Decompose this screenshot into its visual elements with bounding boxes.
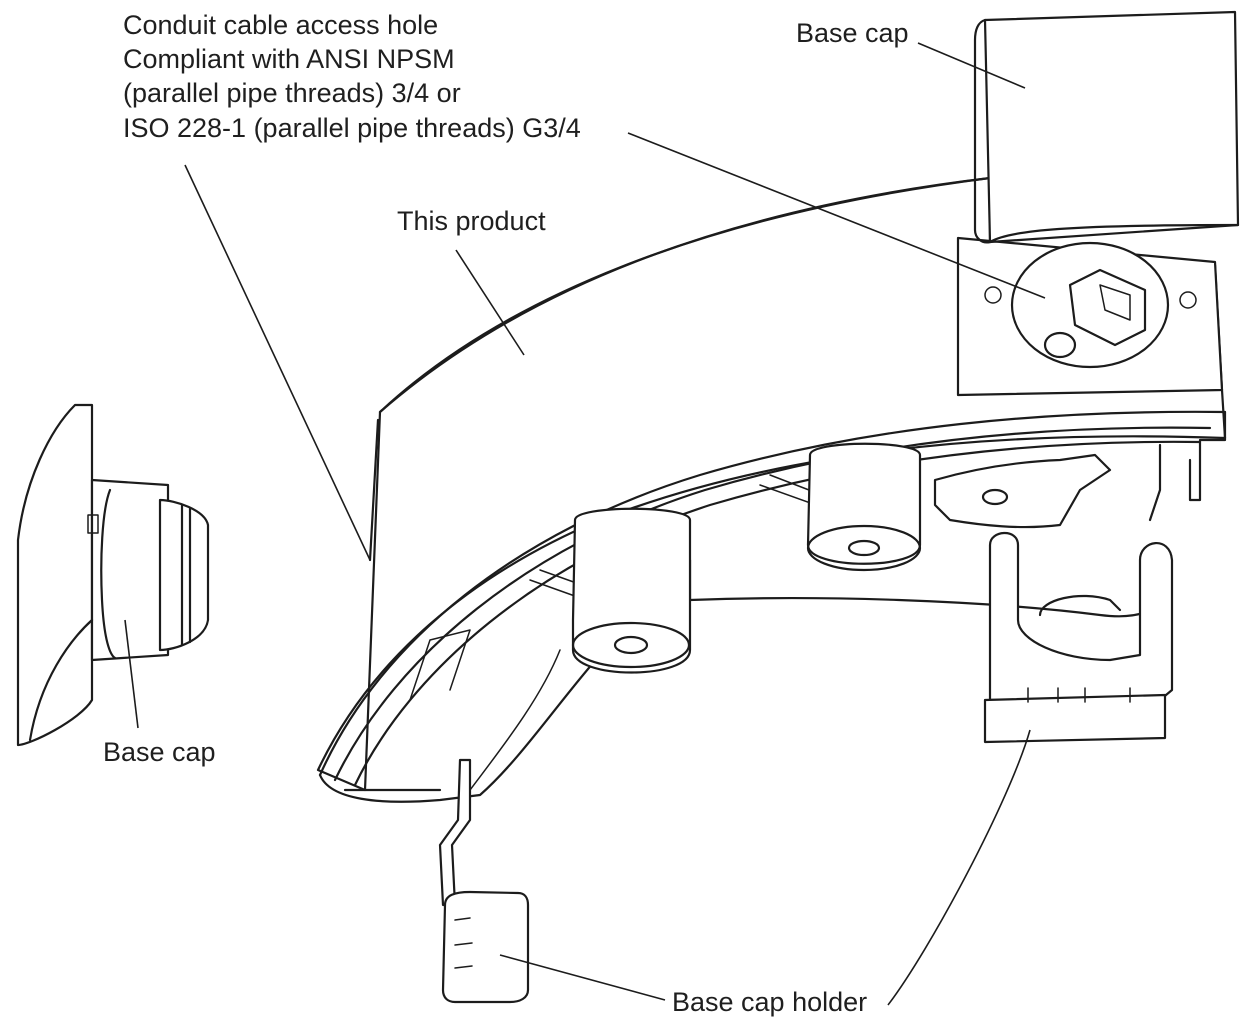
leader-lines	[124, 42, 1046, 1006]
base-cap-holder-label: Base cap holder	[672, 987, 867, 1017]
mounting-boss-center	[806, 442, 922, 572]
conduit-label-line-4: ISO 228-1 (parallel pipe threads) G3/4	[123, 113, 581, 143]
latch-plate	[933, 453, 1112, 529]
mounting-boss-left	[571, 507, 692, 674]
conduit-hole	[984, 241, 1197, 369]
base-cap-loose	[16, 403, 210, 747]
this-product-label: This product	[397, 206, 546, 236]
base-cap-holder-bottom	[438, 758, 530, 1004]
conduit-label-line-1: Conduit cable access hole	[123, 10, 438, 40]
holder-post	[988, 531, 1174, 702]
conduit-label-line-2: Compliant with ANSI NPSM	[123, 44, 455, 74]
base-cap-top-label: Base cap	[796, 18, 909, 48]
conduit-label-line-3: (parallel pipe threads) 3/4 or	[123, 78, 461, 108]
base-cap-left-label: Base cap	[103, 737, 216, 767]
